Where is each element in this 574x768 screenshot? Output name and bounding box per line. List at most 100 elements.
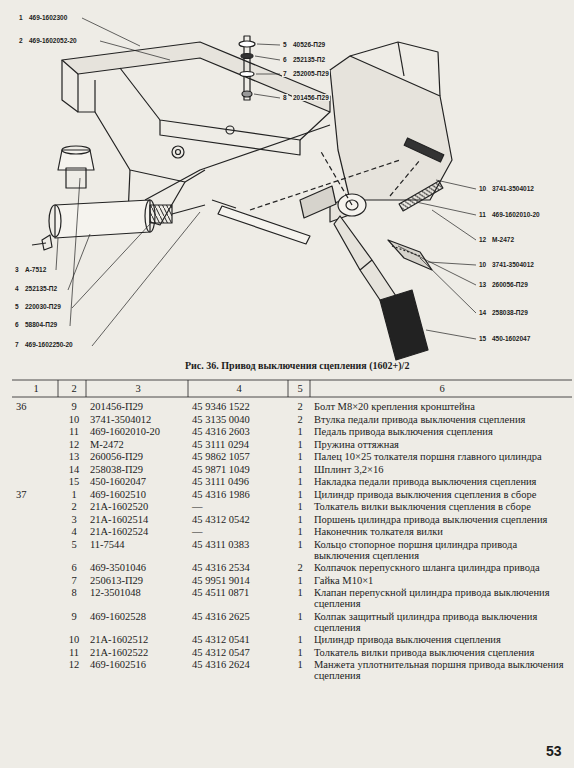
callout-number: 14 <box>478 309 487 316</box>
table-cell: 45 9862 1057 <box>192 451 286 462</box>
table-cell: 21А-1602524 <box>90 526 186 537</box>
drawing-stroke <box>288 380 289 397</box>
callout-number: 2 <box>18 37 24 44</box>
callout-number: 6 <box>282 56 288 63</box>
table-header: 2 <box>62 383 86 394</box>
page-number: 53 <box>546 744 562 759</box>
part-number: 252005-П29 <box>292 70 330 77</box>
table-cell: 11-7544 <box>90 539 186 550</box>
drawing-stroke <box>380 290 428 360</box>
drawing-stroke <box>426 330 476 339</box>
table-cell: 450-1602047 <box>90 476 186 487</box>
table-cell: Колпак защитный цилиндра привода выключе… <box>314 611 570 633</box>
callout-number: 15 <box>478 335 487 342</box>
table-cell: 36 <box>16 401 56 412</box>
drawing-stroke <box>58 380 59 397</box>
table-cell: Накладка педали привода выключения сцепл… <box>314 476 570 487</box>
table-cell: 45 4316 2534 <box>192 562 286 573</box>
table-cell: 1 <box>292 489 308 500</box>
part-number: 469-1602300 <box>28 14 68 21</box>
drawing-stroke <box>58 150 94 170</box>
table-header: 3 <box>90 383 186 394</box>
drawing-stroke <box>150 205 172 223</box>
table-cell: 1 <box>292 451 308 462</box>
drawing-stroke <box>12 380 572 397</box>
part-number: 252135-П2 <box>292 56 326 63</box>
drawing-stroke <box>32 243 46 245</box>
table-cell: 469-1602528 <box>90 611 186 622</box>
drawing-stroke <box>66 168 86 188</box>
callout-number: 3 <box>14 266 20 273</box>
drawing-stroke <box>176 150 181 155</box>
table-cell: 6 <box>62 562 86 573</box>
drawing-stroke <box>242 91 252 97</box>
table-cell: 13 <box>62 451 86 462</box>
table-cell: Колпачок перепускного шланга цилиндра пр… <box>314 562 570 573</box>
callout-number: 4 <box>14 285 20 292</box>
table-cell: 5 <box>62 539 86 550</box>
drawing-stroke <box>239 41 255 47</box>
drawing-stroke <box>416 202 476 215</box>
callout-number: 5 <box>14 303 20 310</box>
table-cell: 11 <box>62 647 86 658</box>
drawing-stroke <box>257 44 280 45</box>
drawing-stroke <box>330 56 452 200</box>
drawing-stroke <box>320 150 352 205</box>
table-cell: Пружина оттяжная <box>314 439 570 450</box>
table-cell: М-2472 <box>90 439 186 450</box>
table-cell: Манжета уплотнительная поршня привода вы… <box>314 659 570 681</box>
table-cell: 10 <box>62 634 86 645</box>
table-cell: 45 3135 0040 <box>192 414 286 425</box>
table-cell: — <box>192 501 286 512</box>
drawing-stroke <box>241 54 253 59</box>
callout-number: 12 <box>478 236 487 243</box>
part-number: 40526-П29 <box>292 41 326 48</box>
callout-number: 5 <box>282 41 288 48</box>
drawing-stroke <box>56 18 476 346</box>
drawing-stroke <box>256 74 280 75</box>
callout-number: 10 <box>478 261 487 268</box>
table-cell: Болт М8×20 крепления кронштейна <box>314 401 570 412</box>
table-cell: 15 <box>62 476 86 487</box>
part-number: 469-1602250-20 <box>24 341 74 348</box>
table-cell: Кольцо стопорное поршня цилиндра привода… <box>314 539 570 561</box>
drawing-stroke <box>420 258 476 313</box>
drawing-stroke <box>12 380 572 381</box>
table-cell: — <box>192 526 286 537</box>
part-number: 260056-П29 <box>491 281 529 288</box>
callout-number: 7 <box>282 70 288 77</box>
drawing-stroke <box>62 146 90 154</box>
table-cell: Поршень цилиндра привода выключения сцеп… <box>314 514 570 525</box>
table-cell: 11 <box>62 426 86 437</box>
table-cell: 45 3111 0294 <box>192 439 286 450</box>
table-cell: 201456-П29 <box>90 401 186 412</box>
figure-caption: Рис. 36. Привод выключения сцепления (16… <box>185 360 409 371</box>
part-number: 469-1602052-20 <box>28 37 78 44</box>
drawing-stroke <box>360 260 372 270</box>
part-number: 3741-3504012 <box>491 261 535 268</box>
callout-number: 11 <box>478 211 487 218</box>
drawing-stroke <box>68 234 90 290</box>
part-number: 450-1602047 <box>491 335 531 342</box>
drawing-stroke <box>120 68 330 140</box>
table-cell: 14 <box>62 464 86 475</box>
drawing-stroke <box>250 160 400 210</box>
drawing-stroke <box>388 240 432 270</box>
table-cell: Цилиндр привода выключения сцепления <box>314 634 570 645</box>
table-cell: 3741-3504012 <box>90 414 186 425</box>
table-cell: 1 <box>292 659 308 670</box>
table-cell: 45 9951 9014 <box>192 575 286 586</box>
table-header: 1 <box>16 383 56 394</box>
drawing-stroke <box>392 246 420 256</box>
drawing-stroke <box>62 60 78 112</box>
table-cell: 10 <box>62 414 86 425</box>
table-cell: 1 <box>292 539 308 550</box>
table-cell: 21А-1602522 <box>90 647 186 658</box>
callout-number: 6 <box>14 321 20 328</box>
table-cell: 37 <box>16 489 56 500</box>
drawing-stroke <box>56 238 58 270</box>
table-cell: 1 <box>292 611 308 622</box>
table-cell: 3 <box>62 514 86 525</box>
drawing-stroke <box>92 212 200 346</box>
table-cell: 7 <box>62 575 86 586</box>
